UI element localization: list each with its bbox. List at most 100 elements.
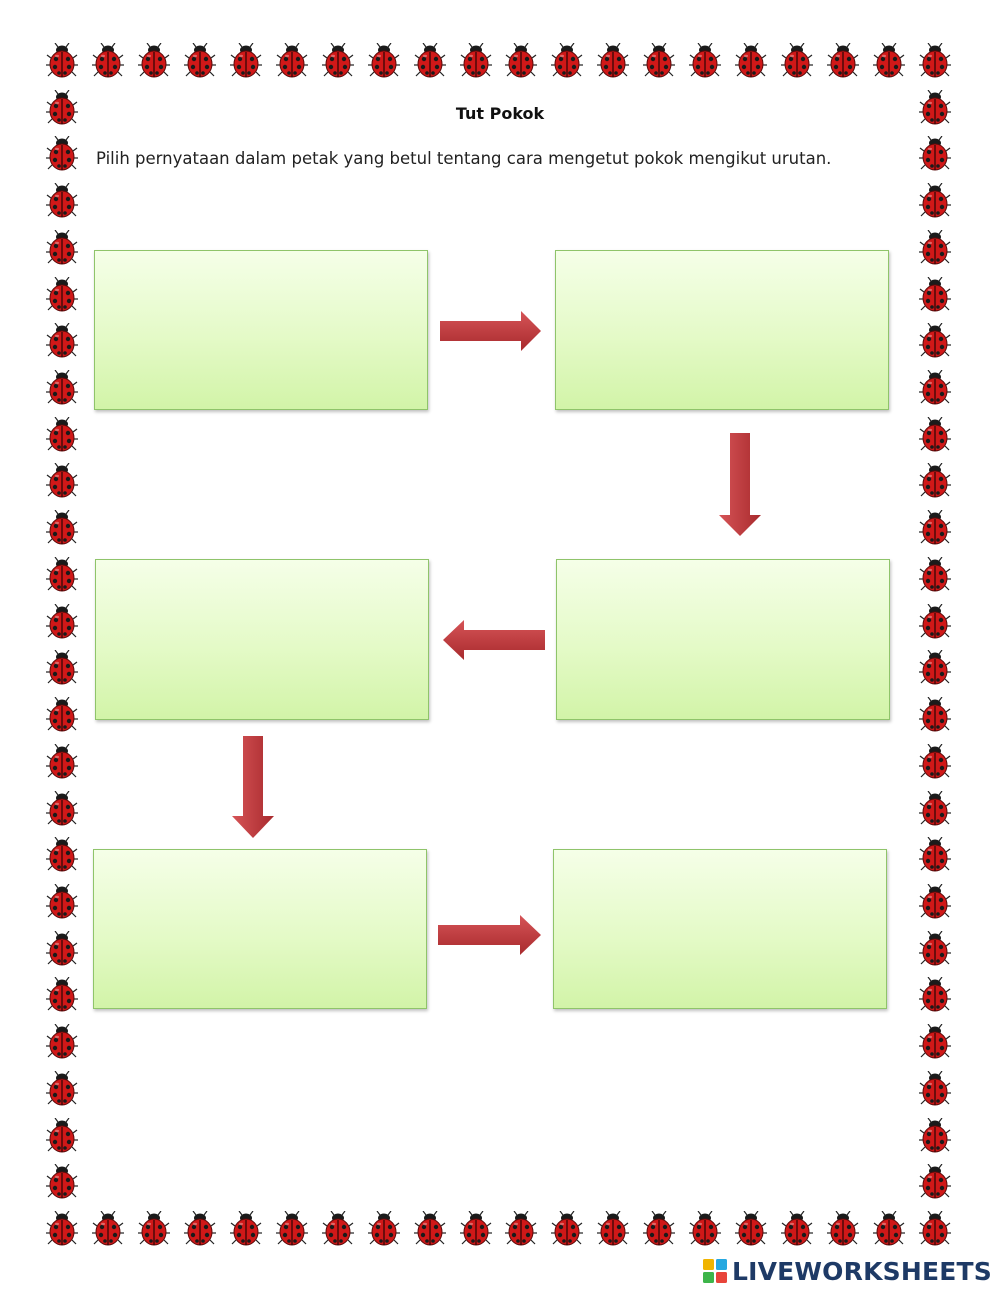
answer-box-step-5[interactable] [93,849,427,1009]
ladybug-icon [781,42,814,79]
ladybug-icon [643,1210,676,1247]
ladybug-icon [46,1117,78,1154]
liveworksheets-logo-icon [702,1259,727,1283]
ladybug-icon [46,930,78,967]
ladybug-icon [91,42,124,79]
answer-box-step-3[interactable] [556,559,890,720]
ladybug-icon [275,42,308,79]
page-title: Tut Pokok [455,104,545,123]
ladybug-icon [781,1210,814,1247]
ladybug-icon [873,42,906,79]
ladybug-icon [46,463,78,499]
answer-box-step-2[interactable] [555,250,889,410]
ladybug-icon [919,369,951,406]
ladybug-icon [459,42,492,79]
ladybug-icon [46,276,78,313]
answer-box-step-1[interactable] [94,250,428,410]
ladybug-icon [597,1210,630,1247]
ladybug-icon [919,696,951,733]
ladybug-icon [919,1163,951,1200]
ladybug-icon [919,89,951,126]
ladybug-icon [46,1023,78,1060]
ladybug-icon [597,42,630,79]
ladybug-icon [919,416,951,453]
instruction-text: Pilih pernyataan dalam petak yang betul … [96,149,832,168]
ladybug-icon [275,1210,308,1247]
ladybug-icon [919,42,951,79]
ladybug-icon [46,229,78,266]
ladybug-icon [46,369,78,406]
ladybug-icon [919,649,951,686]
ladybug-icon [551,42,584,79]
ladybug-icon [46,42,78,79]
ladybug-icon [919,229,951,266]
ladybug-icon [919,790,951,827]
ladybug-icon [46,1163,78,1200]
ladybug-icon [689,1210,722,1247]
ladybug-icon [46,322,78,359]
ladybug-icon [919,836,951,873]
ladybug-icon [919,883,951,920]
ladybug-icon [183,42,216,79]
ladybug-icon [46,509,78,546]
logo-text: LIVEWORKSHEETS [731,1256,992,1286]
ladybug-icon [919,930,951,967]
ladybug-icon [919,743,951,780]
ladybug-icon [46,743,78,780]
ladybug-icon [46,696,78,733]
ladybug-icon [46,836,78,873]
ladybug-icon [183,1210,216,1247]
ladybug-icon [413,42,446,79]
ladybug-icon [919,1117,951,1154]
ladybug-icon [919,276,951,313]
ladybug-icon [229,1210,262,1247]
ladybug-icon [919,977,951,1013]
ladybug-icon [321,1210,354,1247]
ladybug-icon [46,136,78,172]
ladybug-icon [46,790,78,827]
ladybug-icon [551,1210,584,1247]
ladybug-icon [137,1210,170,1247]
ladybug-icon [735,42,768,79]
ladybug-icon [873,1210,906,1247]
ladybug-icon [919,556,951,593]
ladybug-icon [321,42,354,79]
liveworksheets-logo: LIVEWORKSHEETS [702,1253,992,1289]
ladybug-icon [919,1023,951,1060]
ladybug-icon [91,1210,124,1247]
ladybug-icon [505,42,538,79]
ladybug-icon [919,603,951,640]
ladybug-icon [46,649,78,686]
answer-box-step-4[interactable] [95,559,429,720]
ladybug-icon [46,977,78,1013]
ladybug-icon [505,1210,538,1247]
ladybug-icon [459,1210,492,1247]
ladybug-icon [735,1210,768,1247]
ladybug-icon [229,42,262,79]
ladybug-icon [689,42,722,79]
ladybug-icon [46,556,78,593]
ladybug-icon [367,1210,400,1247]
ladybug-icon [827,1210,860,1247]
ladybug-icon [46,416,78,453]
ladybug-icon [46,1210,78,1247]
ladybug-icon [643,42,676,79]
ladybug-icon [827,42,860,79]
ladybug-icon [46,89,78,126]
ladybug-icon [919,463,951,499]
ladybug-icon [46,883,78,920]
ladybug-icon [413,1210,446,1247]
ladybug-icon [137,42,170,79]
ladybug-icon [919,182,951,219]
ladybug-icon [46,182,78,219]
ladybug-icon [919,136,951,172]
ladybug-icon [919,1070,951,1107]
ladybug-icon [46,603,78,640]
ladybug-icon [367,42,400,79]
ladybug-icon [919,322,951,359]
ladybug-icon [919,509,951,546]
answer-box-step-6[interactable] [553,849,887,1009]
ladybug-icon [46,1070,78,1107]
ladybug-icon [919,1210,951,1247]
